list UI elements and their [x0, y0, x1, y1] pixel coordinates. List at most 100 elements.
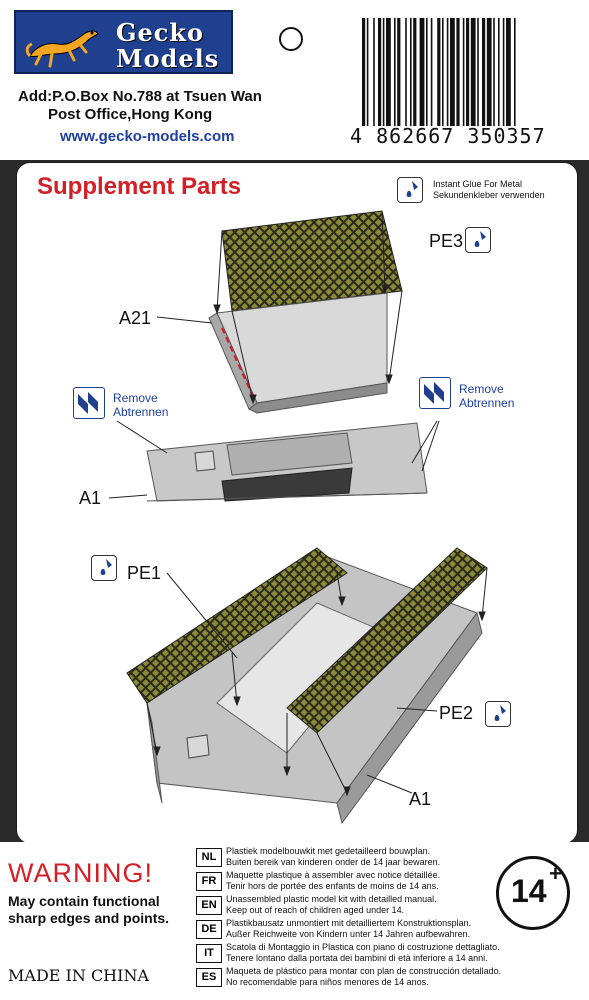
glue-drop-icon	[465, 227, 491, 253]
callout-a1-bottom: A1	[409, 789, 432, 809]
language-text: Plastikbausatz unmontiert mit detaillier…	[226, 918, 472, 928]
barcode-bar	[498, 18, 500, 126]
warning-line-1: May contain functional	[8, 893, 160, 909]
barcode-bar	[426, 18, 428, 126]
language-text: Plastiek modelbouwkit met gedetailleerd …	[226, 846, 431, 856]
barcode-bar	[466, 18, 470, 126]
language-text: Tenir hors de portée des enfants de moin…	[226, 881, 439, 891]
logo-text-gecko: Gecko	[116, 18, 205, 47]
made-in-china: MADE IN CHINA	[8, 966, 150, 985]
barcode-bar	[382, 18, 385, 126]
barcode-bar	[470, 18, 476, 126]
language-text: Tenere lontano dalla portata dei bambini…	[226, 953, 488, 963]
header: Gecko Models Add:P.O.Box No.788 at Tsuen…	[0, 0, 589, 160]
barcode-bar	[410, 18, 412, 126]
language-row: NL Plastiek modelbouwkit met gedetaillee…	[196, 845, 581, 869]
logo-text-models: Models	[116, 44, 220, 73]
a21-part	[208, 292, 388, 414]
language-row: FR Maquette plastique à assembler avec n…	[196, 869, 581, 893]
barcode-bar	[366, 18, 369, 126]
language-text: Keep out of reach of children aged under…	[226, 905, 405, 915]
callout-pe1: PE1	[127, 563, 162, 583]
barcode-bar	[477, 18, 479, 126]
barcode-bar	[482, 18, 486, 126]
barcode-bar	[442, 18, 444, 126]
barcode-bar	[405, 18, 407, 126]
pe3-mesh-plate	[221, 210, 403, 312]
barcode-bar	[397, 18, 401, 126]
warning-title: WARNING!	[8, 858, 153, 888]
remove-icon	[419, 377, 451, 409]
language-code: ES	[196, 968, 222, 987]
glue-drop-icon	[397, 177, 423, 203]
barcode-bar	[373, 18, 375, 126]
remove-left-en: Remove	[113, 391, 158, 405]
barcode-bar	[506, 18, 511, 126]
remove-left-de: Abtrennen	[113, 405, 169, 419]
barcode-bar	[378, 18, 382, 126]
glue-legend: Instant Glue For Metal Sekundenkleber ve…	[397, 173, 567, 213]
language-row: ES Maqueta de plástico para montar con p…	[196, 965, 581, 989]
age-rating: 14	[511, 873, 547, 909]
barcode-bar	[386, 18, 391, 126]
barcode-bar	[362, 18, 366, 126]
page-title: Supplement Parts	[37, 173, 242, 200]
barcode-bar	[502, 18, 505, 126]
barcode-bar	[486, 18, 492, 126]
language-row: EN Unassembled plastic model kit with de…	[196, 893, 581, 917]
callout-pe3: PE3	[429, 231, 464, 251]
language-text: Scatola di Montaggio in Plastica con pia…	[226, 942, 500, 952]
barcode-bar	[462, 18, 465, 126]
footer	[0, 842, 589, 1000]
barcode-bar	[394, 18, 396, 126]
barcode: 4 862667 350357	[340, 6, 580, 158]
age-rating-plus: +	[549, 861, 562, 886]
gecko-icon	[25, 30, 99, 68]
language-code: EN	[196, 896, 222, 915]
barcode-bars	[362, 18, 516, 126]
address-line-1: Add:P.O.Box No.788 at Tsuen Wan	[18, 88, 262, 105]
language-text: Maqueta de plástico para montar con plan…	[226, 966, 502, 976]
barcode-bar	[419, 18, 425, 126]
pe1-mesh-plate	[126, 547, 348, 704]
barcode-bar	[446, 18, 449, 126]
language-code: DE	[196, 920, 222, 939]
glue-drop-icon	[485, 701, 511, 727]
barcode-number: 4 862667 350357	[350, 124, 546, 148]
barcode-bar	[430, 18, 433, 126]
barcode-bar	[456, 18, 460, 126]
remove-right-en: Remove	[459, 382, 504, 396]
remove-right-de: Abtrennen	[459, 396, 515, 410]
callout-pe2: PE2	[439, 703, 474, 723]
glue-drop-icon	[91, 555, 117, 581]
language-code: IT	[196, 944, 222, 963]
instruction-panel: Supplement Parts Instant Glue For Metal …	[16, 162, 578, 844]
pe1-pe2-arrows	[146, 567, 488, 797]
language-text: No recomendable para niños menores de 14…	[226, 977, 429, 987]
language-text: Unassembled plastic model kit with detai…	[226, 894, 437, 904]
remove-icon	[73, 387, 105, 419]
language-row: IT Scatola di Montaggio in Plastica con …	[196, 941, 581, 965]
assembly-drawing	[108, 210, 488, 825]
glue-legend-de: Sekundenkleber verwenden	[433, 190, 545, 200]
leader-lines	[108, 316, 440, 794]
warning-line-2: sharp edges and points.	[8, 910, 170, 926]
barcode-bar	[437, 18, 441, 126]
language-text: Außer Reichweite von Kindern unter 14 Ja…	[226, 929, 471, 939]
registration-circle	[279, 27, 303, 51]
language-code: NL	[196, 848, 222, 867]
callout-a1-top: A1	[79, 488, 102, 508]
barcode-bar	[413, 18, 417, 126]
barcode-bar	[450, 18, 455, 126]
barcode-bar	[514, 18, 516, 126]
a1-top-part	[146, 422, 428, 502]
language-code: FR	[196, 872, 222, 891]
language-row: DE Plastikbausatz unmontiert mit detaill…	[196, 917, 581, 941]
website-link[interactable]: www.gecko-models.com	[60, 128, 235, 145]
address-line-2: Post Office,Hong Kong	[48, 106, 213, 123]
language-text: Maquette plastique à assembler avec noti…	[226, 870, 441, 880]
barcode-bar	[493, 18, 495, 126]
callout-a21: A21	[119, 308, 152, 328]
gecko-models-logo: Gecko Models	[14, 10, 233, 74]
age-rating-badge: 14 +	[496, 856, 570, 930]
